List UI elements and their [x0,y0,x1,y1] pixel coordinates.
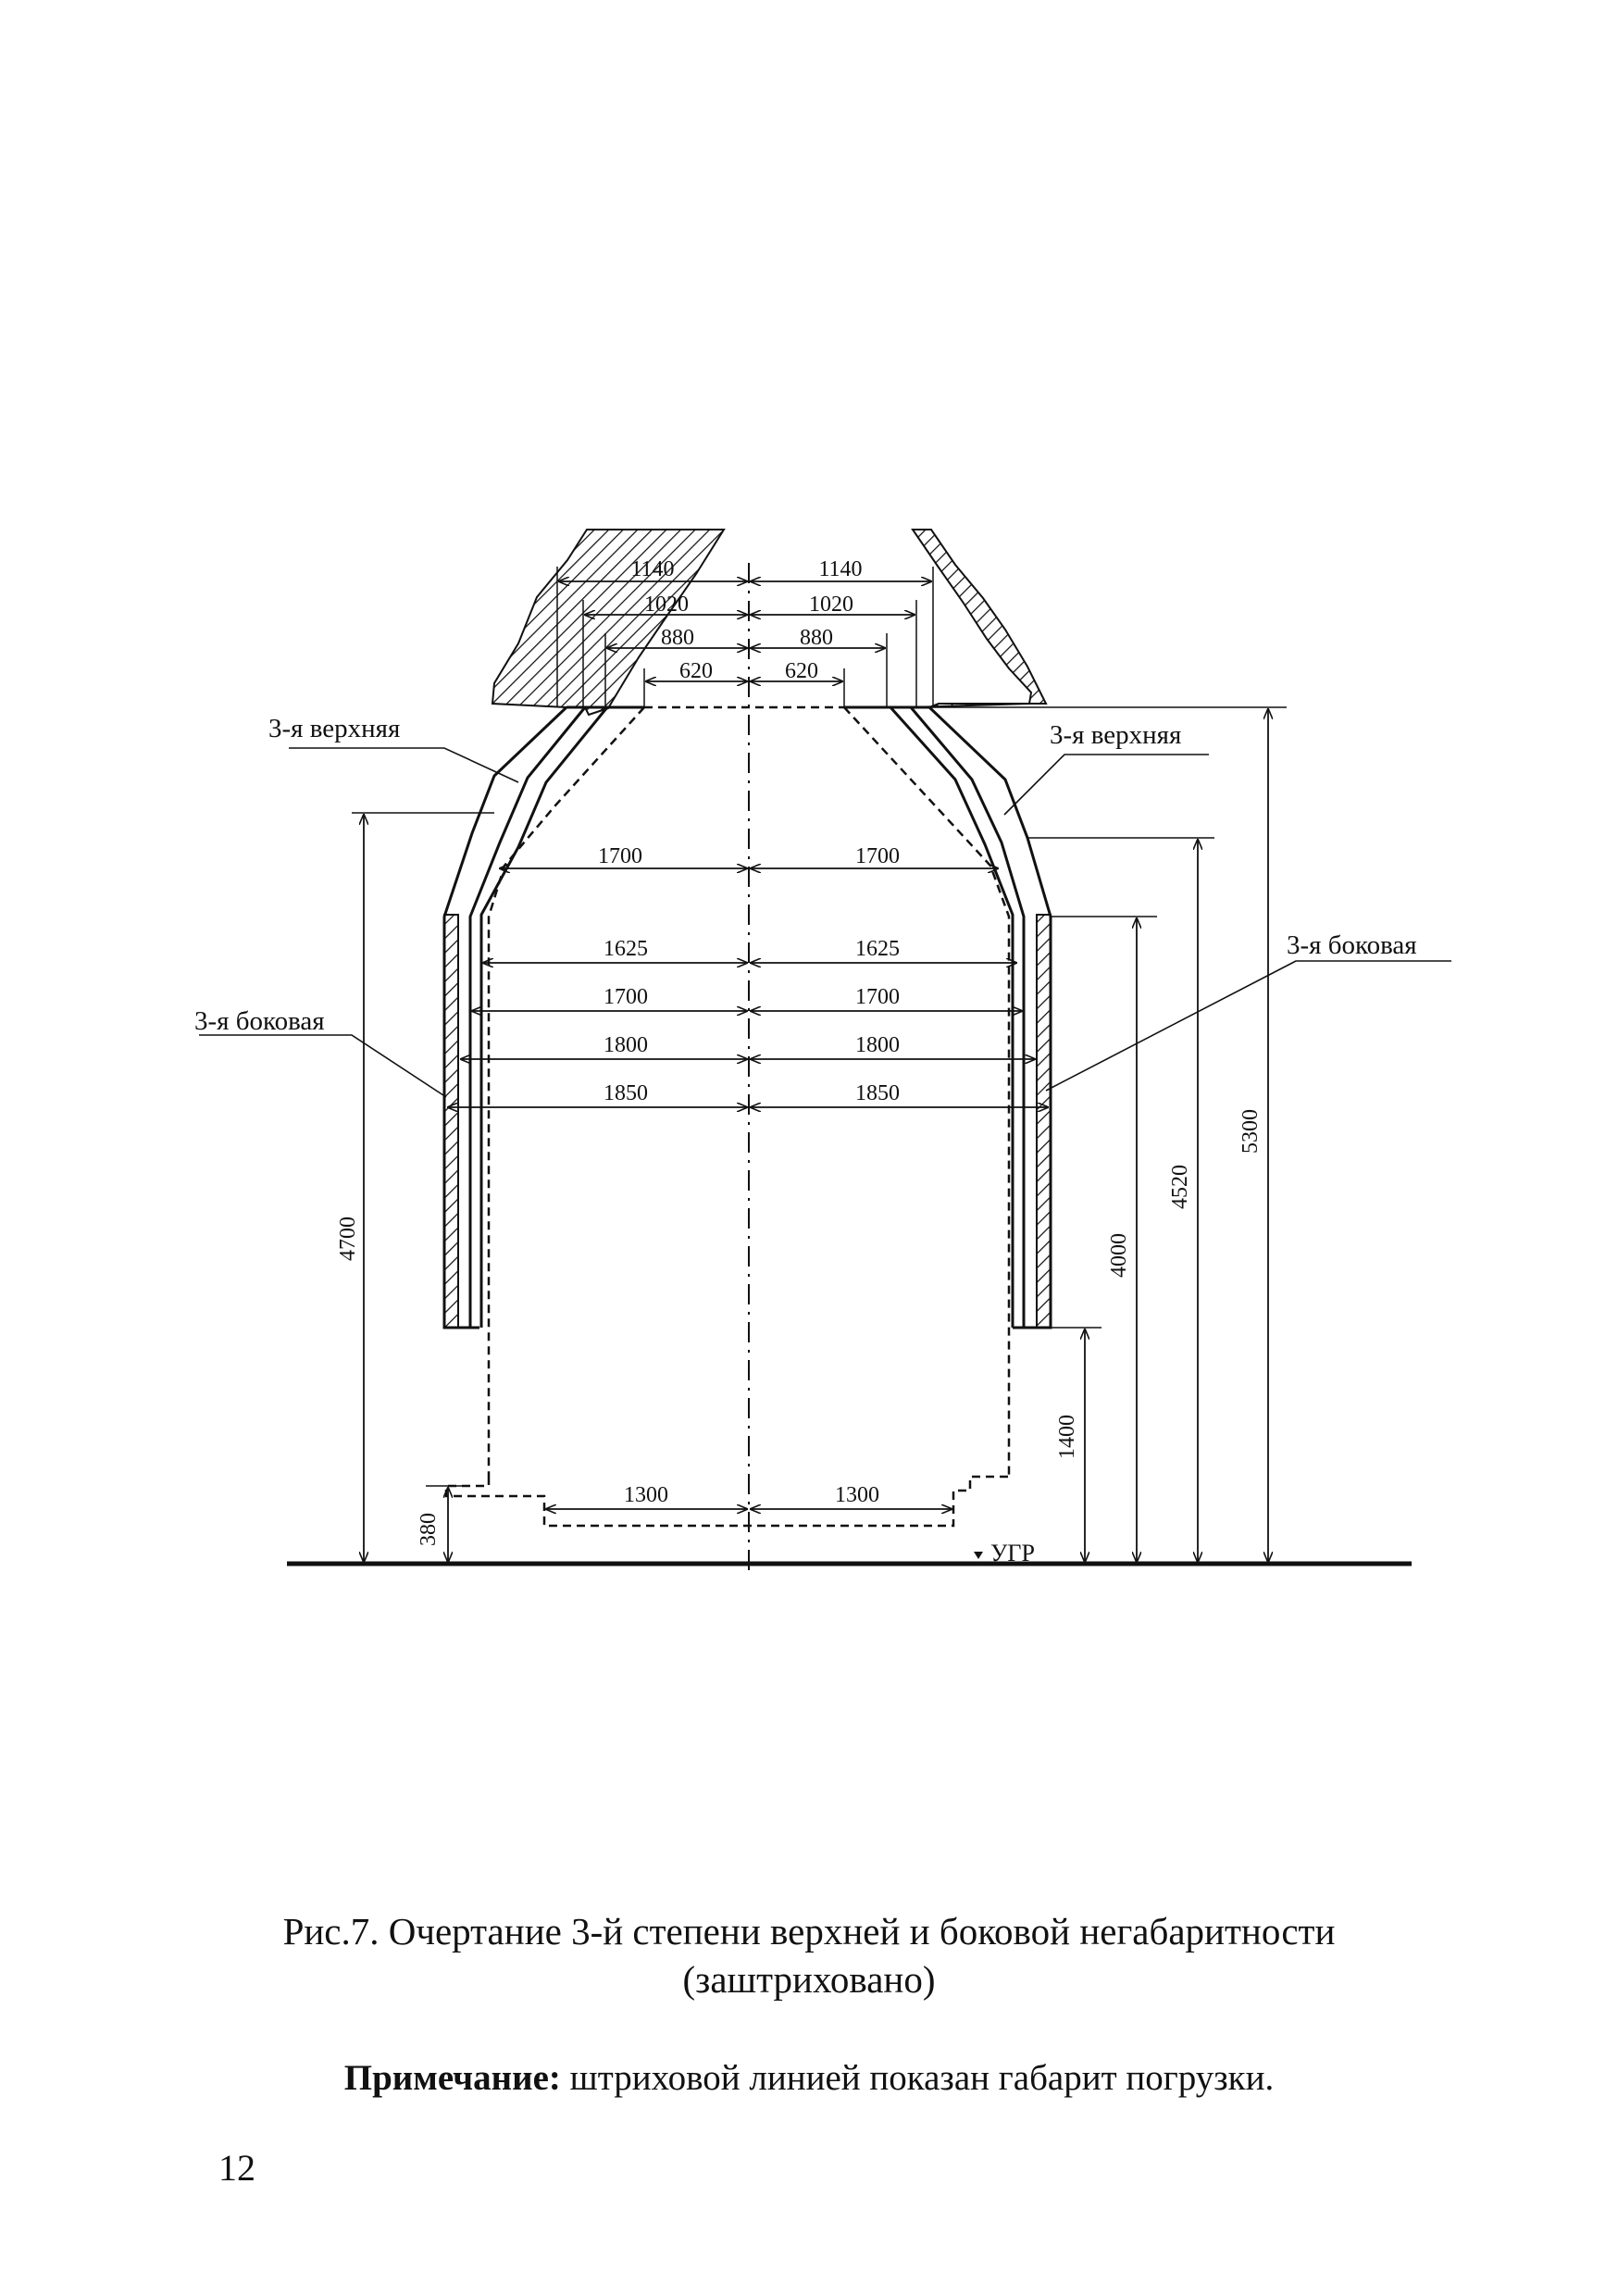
label-top-left: 3-я верхняя [268,714,400,743]
dim-1700a-right: 1700 [855,844,900,868]
dim-1850-left: 1850 [604,1081,648,1105]
height-dimension-lines [352,706,1287,1562]
label-top-right: 3-я верхняя [1050,720,1181,750]
hatch-side-left [443,914,459,1329]
dim-1800-right: 1800 [855,1033,900,1057]
dim-880-left: 880 [661,626,694,650]
hatch-side-right [1036,914,1052,1329]
leader-side-left [199,1034,447,1098]
dim-h4700: 4700 [336,1217,360,1261]
dim-1700b-right: 1700 [855,985,900,1009]
leader-side-right [1045,960,1451,1092]
dim-1140-right: 1140 [818,557,862,581]
outline-left-mid [479,706,609,1328]
dim-1020-left: 1020 [644,593,689,617]
outline-right-mid [889,705,1014,1328]
outline-left-outer [442,705,568,1329]
outline-left-inner [468,706,587,1328]
dim-1140-left: 1140 [630,557,674,581]
label-ground: УГР [990,1540,1035,1566]
leader-top-right [1003,754,1209,816]
loading-gauge-dashed [444,705,1011,1528]
outline-right-outer [927,705,1052,1329]
note: Примечание: штриховой линией показан габ… [0,2057,1618,2099]
dim-1020-right: 1020 [809,593,853,617]
top-dimension-lines [559,581,931,681]
note-text: штриховой линией показан габарит погрузк… [560,2058,1275,2098]
leader-top-left [289,747,519,783]
dim-1625-right: 1625 [855,937,900,961]
outline-solid [442,705,1052,1329]
note-label: Примечание: [343,2058,561,2098]
dim-h5300: 5300 [1238,1109,1263,1154]
dim-1850-right: 1850 [855,1081,900,1105]
dim-h4520: 4520 [1168,1165,1192,1209]
dim-h1400: 1400 [1055,1415,1079,1459]
dashed-bottom [444,1475,1009,1528]
dim-1625-left: 1625 [604,937,648,961]
dim-h380: 380 [417,1513,441,1546]
dim-1700a-left: 1700 [598,844,642,868]
dim-620-left: 620 [679,659,713,683]
dim-1700b-left: 1700 [604,985,648,1009]
outline-right-inner [909,706,1026,1328]
hatch-top-left [491,529,726,717]
dim-1800-left: 1800 [604,1033,648,1057]
ground-marker-icon [974,1552,983,1559]
dim-1300-left: 1300 [624,1483,668,1507]
dim-h4000: 4000 [1107,1233,1131,1278]
leader-lines [199,747,1451,1098]
hatched-zones [443,529,1052,1329]
dim-1300-right: 1300 [835,1483,879,1507]
dim-880-right: 880 [800,626,833,650]
label-side-left: 3-я боковая [194,1006,325,1036]
side-dimension-lines [448,868,1048,1509]
label-side-right: 3-я боковая [1287,930,1417,960]
page-number: 12 [218,2147,255,2189]
figure-caption-line2: (заштриховано) [682,1958,936,2001]
hatch-top-right [910,529,1048,708]
dim-620-right: 620 [785,659,818,683]
figure-caption-line1: Рис.7. Очертание 3-й степени верхней и б… [282,1910,1336,1953]
top-extension-lines [556,567,934,707]
